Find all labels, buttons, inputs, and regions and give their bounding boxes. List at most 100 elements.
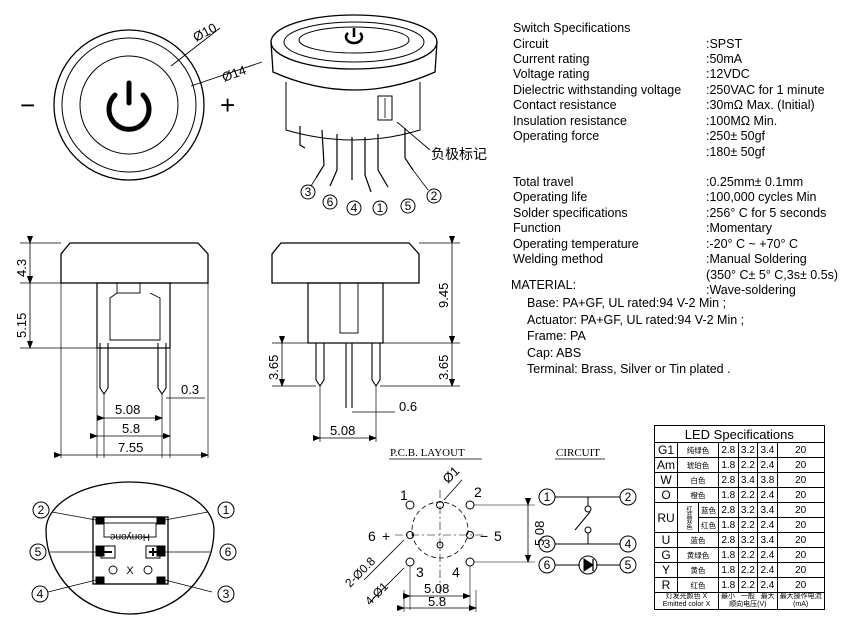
circuit-pin-callouts: 1 2 3 4 6 5 xyxy=(538,488,637,574)
dim-0-6: 0.6 xyxy=(399,399,417,414)
led-max-current: 20 xyxy=(776,547,825,563)
led-color-code: RU xyxy=(654,502,678,533)
led-max-current: 20 xyxy=(776,517,825,533)
spec-label: Circuit xyxy=(513,37,549,51)
led-vf-max: 3.4 xyxy=(757,502,778,518)
dim-dia10: Ø10 xyxy=(190,20,219,45)
dim-5-08-side: 5.08 xyxy=(330,423,355,438)
led-color-code: U xyxy=(654,532,678,548)
spec-value: :12VDC xyxy=(706,67,750,81)
circuit-title: CIRCUIT xyxy=(556,447,600,459)
led-max-current: 20 xyxy=(776,577,825,593)
spec-value: :180± 50gf xyxy=(706,145,765,159)
spec-value: :0.25mm± 0.1mm xyxy=(706,175,804,189)
dim-9-45: 9.45 xyxy=(436,283,451,308)
svg-text:6: 6 xyxy=(225,545,232,559)
svg-text:2: 2 xyxy=(625,490,632,504)
spec-value: :Wave-soldering xyxy=(706,283,796,297)
pcb-dim-5-08-h: 5.08 xyxy=(424,581,449,596)
svg-text:6: 6 xyxy=(544,558,551,572)
svg-text:3: 3 xyxy=(416,564,424,580)
negative-marking-label: 负极标记 xyxy=(431,146,487,162)
svg-text:+: + xyxy=(382,528,390,544)
pcb-dim-5-08-v: 5.08 xyxy=(532,521,547,546)
dim-5-15: 5.15 xyxy=(14,313,29,338)
bottom-view xyxy=(45,481,215,615)
svg-text:3: 3 xyxy=(544,537,551,551)
spec-label: Function xyxy=(513,221,561,235)
spec-label: Operating life xyxy=(513,190,588,204)
material-line: Base: PA+GF, UL rated:94 V-2 Min ; xyxy=(527,296,727,310)
spec-value: :256° C for 5 seconds xyxy=(706,206,827,220)
led-vf-min: 2.8 xyxy=(718,502,739,518)
spec-value: :Manual Soldering xyxy=(706,252,807,266)
led-vf-typ: 3.4 xyxy=(737,472,759,488)
led-color-name: 蓝色 xyxy=(698,502,719,518)
led-color-name: 白色 xyxy=(677,472,719,488)
pcb-dim-4-dia1: 4-Ø1 xyxy=(362,579,391,608)
led-table-title: LED Specifications xyxy=(654,425,825,443)
spec-value: :50mA xyxy=(706,52,743,66)
dim-7-55: 7.55 xyxy=(118,440,143,455)
led-vf-min: 2.8 xyxy=(718,532,739,548)
led-vf-min: 1.8 xyxy=(718,487,739,503)
power-icon xyxy=(106,80,152,132)
led-max-current: 20 xyxy=(776,442,825,458)
dim-5-08-front: 5.08 xyxy=(115,402,140,417)
spec-label: Total travel xyxy=(513,175,574,189)
front-view xyxy=(20,236,209,458)
led-vf-max: 2.4 xyxy=(757,457,778,473)
led-max-current: 20 xyxy=(776,532,825,548)
spec-value: (350° C± 5° C,3s± 0.5s) xyxy=(706,268,839,282)
svg-text:3: 3 xyxy=(223,587,230,601)
bottom-x-mark: X xyxy=(126,565,134,577)
led-vf-typ: 2.2 xyxy=(737,577,759,593)
svg-text:1: 1 xyxy=(377,201,384,215)
svg-text:5: 5 xyxy=(35,545,42,559)
led-bicolor-group: 红蓝双色 xyxy=(677,502,699,533)
pcb-layout xyxy=(363,479,535,612)
led-color-name: 蓝色 xyxy=(677,532,719,548)
led-vf-max: 2.4 xyxy=(757,487,778,503)
led-color-code: G xyxy=(654,547,678,563)
spec-label: Welding method xyxy=(513,252,604,266)
spec-value: :-20° C ~ +70° C xyxy=(706,237,798,251)
brand-mark: Honyone xyxy=(110,531,150,542)
led-vf-max: 3.4 xyxy=(757,532,778,548)
led-max-current: 20 xyxy=(776,457,825,473)
led-vf-max: 2.4 xyxy=(757,562,778,578)
led-vf-min: 1.8 xyxy=(718,517,739,533)
led-vf-min: 2.8 xyxy=(718,472,739,488)
svg-text:5: 5 xyxy=(625,558,632,572)
spec-label: Operating temperature xyxy=(513,237,639,251)
led-vf-typ: 3.2 xyxy=(737,502,759,518)
isometric-view xyxy=(270,14,438,193)
svg-text:1: 1 xyxy=(223,503,230,517)
circuit-diagram xyxy=(555,496,620,575)
dim-3-65-right: 3.65 xyxy=(436,355,451,380)
led-vf-typ: 3.2 xyxy=(737,532,759,548)
led-vf-typ: 2.2 xyxy=(737,562,759,578)
svg-text:6: 6 xyxy=(327,195,334,209)
svg-text:3: 3 xyxy=(305,185,312,199)
led-vf-typ: 2.2 xyxy=(737,487,759,503)
material-line: Terminal: Brass, Silver or Tin plated . xyxy=(527,362,731,376)
led-color-name: 黄绿色 xyxy=(677,547,719,563)
svg-text:4: 4 xyxy=(37,587,44,601)
led-vf-typ: 3.2 xyxy=(737,442,759,458)
spec-label: Operating force xyxy=(513,129,600,143)
led-color-name: 红色 xyxy=(677,577,719,593)
dim-4-3: 4.3 xyxy=(14,259,29,277)
led-footer-voltage: 最小 一般 最大 顺向电压(V) xyxy=(718,592,778,610)
spec-value: :250± 50gf xyxy=(706,129,765,143)
svg-text:5: 5 xyxy=(494,528,502,544)
spec-value: :30mΩ Max. (Initial) xyxy=(706,98,815,112)
